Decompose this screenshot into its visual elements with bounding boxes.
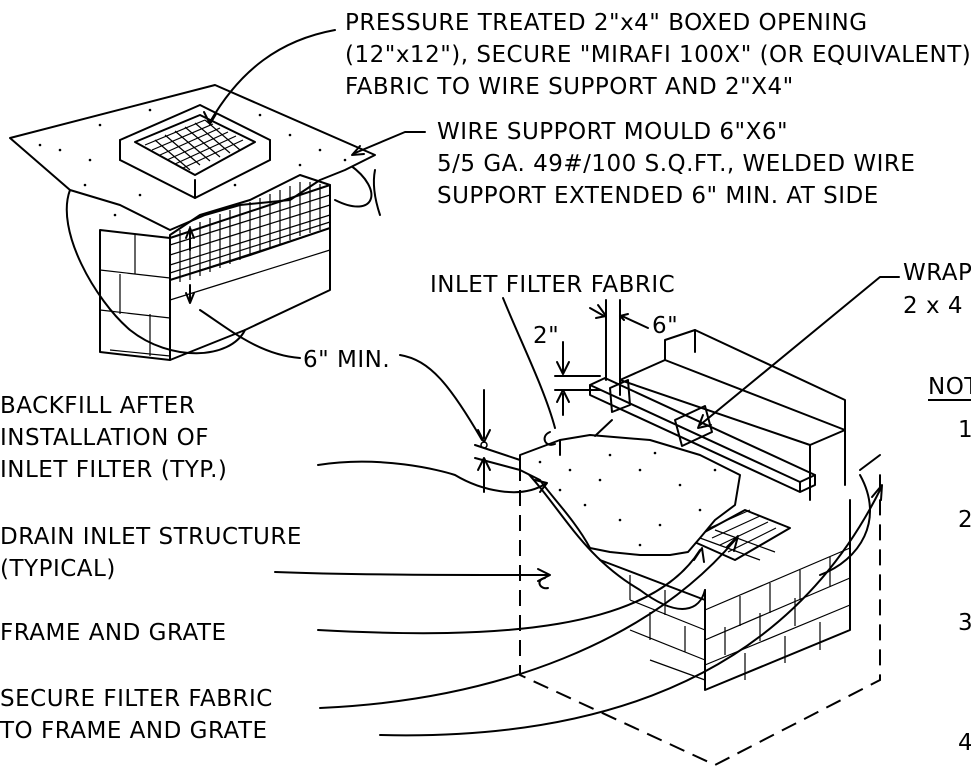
- svg-text:(TYPICAL): (TYPICAL): [0, 556, 116, 582]
- svg-text:(12"x12"), SECURE "MIRAFI 100X: (12"x12"), SECURE "MIRAFI 100X" (OR EQUI…: [345, 42, 971, 68]
- svg-text:INSTALLATION OF: INSTALLATION OF: [0, 425, 209, 451]
- label-inlet-filter-fabric: INLET FILTER FABRIC: [430, 272, 675, 298]
- fabric-stipple: [38, 108, 347, 217]
- label-wire-support: WIRE SUPPORT MOULD 6"X6" 5/5 GA. 49#/100…: [437, 119, 915, 209]
- notes-heading: NOT: [928, 374, 971, 400]
- svg-text:2 x 4: 2 x 4: [903, 293, 963, 319]
- notes-column: NOT 1 2 3 4: [928, 374, 971, 756]
- svg-text:TO FRAME AND GRATE: TO FRAME AND GRATE: [0, 718, 268, 744]
- leader-six-min-top: [199, 309, 301, 359]
- filter-stipple: [538, 451, 717, 547]
- leader-backfill: [317, 460, 546, 494]
- dim-two-inch: [554, 341, 601, 416]
- label-dim-6in: 6": [652, 313, 678, 339]
- leader-wrap: [699, 276, 900, 426]
- note-number-1: 1: [958, 417, 971, 443]
- grate: [689, 509, 791, 561]
- dim-six-min: [399, 354, 521, 493]
- leader-inlet-filter-fabric: [502, 297, 556, 429]
- label-backfill: BACKFILL AFTER INSTALLATION OF INLET FIL…: [0, 393, 227, 483]
- inlet-filter-fabric: [519, 434, 741, 556]
- svg-text:WRAP: WRAP: [903, 260, 971, 286]
- dim-six-inch: [589, 299, 649, 381]
- label-secure-filter: SECURE FILTER FABRIC TO FRAME AND GRATE: [0, 686, 273, 744]
- wire-support-detail: [9, 84, 381, 361]
- leader-drain-inlet: [274, 571, 549, 576]
- leader-frame-grate: [317, 549, 701, 635]
- label-drain-inlet: DRAIN INLET STRUCTURE (TYPICAL): [0, 524, 302, 582]
- svg-text:INLET FILTER (TYP.): INLET FILTER (TYP.): [0, 457, 227, 483]
- drain-inlet-main: [519, 329, 881, 767]
- boxed-opening: [119, 104, 271, 199]
- svg-text:SUPPORT EXTENDED 6" MIN. AT SI: SUPPORT EXTENDED 6" MIN. AT SIDE: [437, 183, 879, 209]
- label-six-min: 6" MIN.: [303, 347, 390, 373]
- svg-text:PRESSURE TREATED 2"x4" BOXED O: PRESSURE TREATED 2"x4" BOXED OPENING: [345, 10, 868, 36]
- label-frame-grate: FRAME AND GRATE: [0, 620, 227, 646]
- svg-text:FABRIC TO WIRE SUPPORT AND 2"X: FABRIC TO WIRE SUPPORT AND 2"X4": [345, 74, 794, 100]
- note-number-2: 2: [958, 507, 971, 533]
- label-wrap: WRAP 2 x 4: [903, 260, 971, 319]
- leader-pressure-treated: [209, 29, 336, 123]
- svg-text:BACKFILL AFTER: BACKFILL AFTER: [0, 393, 195, 419]
- wire-mesh: [169, 174, 331, 282]
- leader-secure-filter-1: [319, 539, 736, 709]
- curb-box: [619, 329, 846, 501]
- svg-text:DRAIN INLET STRUCTURE: DRAIN INLET STRUCTURE: [0, 524, 302, 550]
- svg-text:SECURE FILTER FABRIC: SECURE FILTER FABRIC: [0, 686, 273, 712]
- leader-secure-filter-2: [379, 489, 881, 737]
- drain-inlet-blocks-main: [599, 499, 851, 691]
- note-number-4: 4: [958, 730, 971, 756]
- label-dim-2in: 2": [533, 323, 559, 349]
- label-pressure-treated: PRESSURE TREATED 2"x4" BOXED OPENING (12…: [345, 10, 971, 100]
- svg-text:5/5 GA. 49#/100 S.Q.FT., WELDE: 5/5 GA. 49#/100 S.Q.FT., WELDED WIRE: [437, 151, 915, 177]
- svg-text:WIRE SUPPORT MOULD 6"X6": WIRE SUPPORT MOULD 6"X6": [437, 119, 788, 145]
- note-number-3: 3: [958, 610, 971, 636]
- leader-wire-support: [354, 131, 426, 154]
